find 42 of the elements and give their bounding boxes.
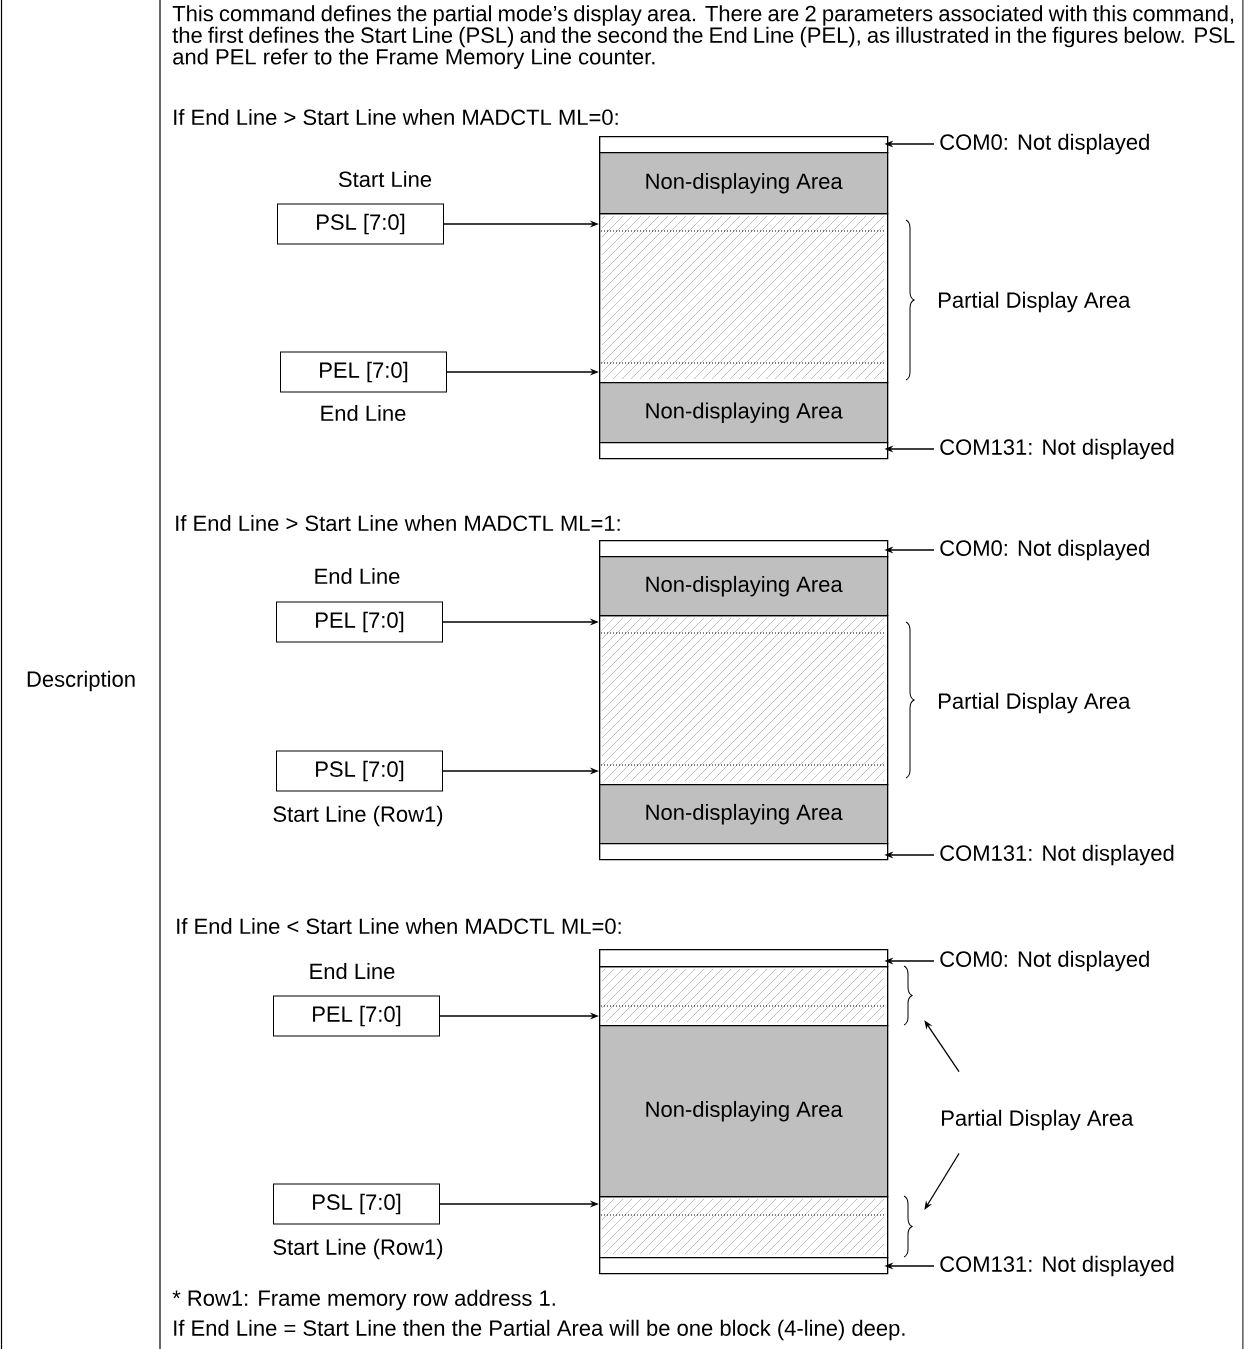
row-label: COM0: Not displayed [940, 133, 1149, 155]
line-label: End Line [315, 567, 400, 585]
line-label: Start Line [338, 170, 432, 188]
register-box: PSL [7:0] [273, 1183, 440, 1225]
strip-band [599, 949, 889, 968]
line-label: Start Line (Row1) [273, 805, 443, 827]
hatched-band [599, 213, 889, 384]
non-displaying-band: Non-displaying Area [599, 556, 889, 617]
register-box: PEL [7:0] [276, 601, 443, 643]
non-displaying-band: Non-displaying Area [599, 1025, 889, 1198]
line-label: End Line [321, 404, 406, 422]
non-displaying-band: Non-displaying Area [599, 152, 889, 215]
register-box: PSL [7:0] [277, 203, 444, 245]
strip-band [599, 136, 889, 154]
register-box: PEL [7:0] [280, 351, 447, 393]
area-label: Partial Display Area [942, 1109, 1134, 1131]
register-box: PEL [7:0] [273, 995, 440, 1037]
row-label: COM131: Not displayed [940, 1255, 1174, 1277]
row-label: COM0: Not displayed [940, 950, 1149, 972]
line-label: Start Line (Row1) [273, 1238, 443, 1260]
footnote: * Row1: Frame memory row address 1. [172, 1289, 555, 1311]
area-label: Partial Display Area [939, 692, 1131, 714]
strip-band [599, 442, 889, 460]
strip-band [599, 1257, 889, 1275]
condition-heading: If End Line < Start Line when MADCTL ML=0: [177, 917, 621, 935]
non-displaying-band: Non-displaying Area [599, 784, 889, 845]
condition-heading: If End Line > Start Line when MADCTL ML=1: [176, 514, 620, 532]
condition-heading: If End Line > Start Line when MADCTL ML=0: [174, 108, 618, 126]
row-label: COM131: Not displayed [940, 844, 1174, 866]
row-label: COM131: Not displayed [940, 438, 1174, 460]
description-paragraph: This command defines the partial mode’s display area. There are 2 parameters associated with this command, the first defines the Start Line (PSL) and the second the End Line (PEL), as illustrated in the figures below. PSL and PEL refer to the Frame Memory Line counter. [172, 5, 1235, 69]
strip-band [599, 843, 889, 861]
strip-band [599, 540, 889, 558]
arrow [924, 1152, 960, 1210]
area-label: Partial Display Area [939, 291, 1131, 313]
register-box: PSL [7:0] [276, 750, 443, 792]
non-displaying-band: Non-displaying Area [599, 382, 889, 444]
note-text: If End Line = Start Line then the Partial Area will be one block (4-line) deep. [174, 1319, 905, 1341]
line-label: End Line [310, 962, 395, 980]
hatched-band [599, 615, 889, 786]
cell-label: Description [27, 670, 135, 692]
row-label: COM0: Not displayed [940, 539, 1149, 561]
